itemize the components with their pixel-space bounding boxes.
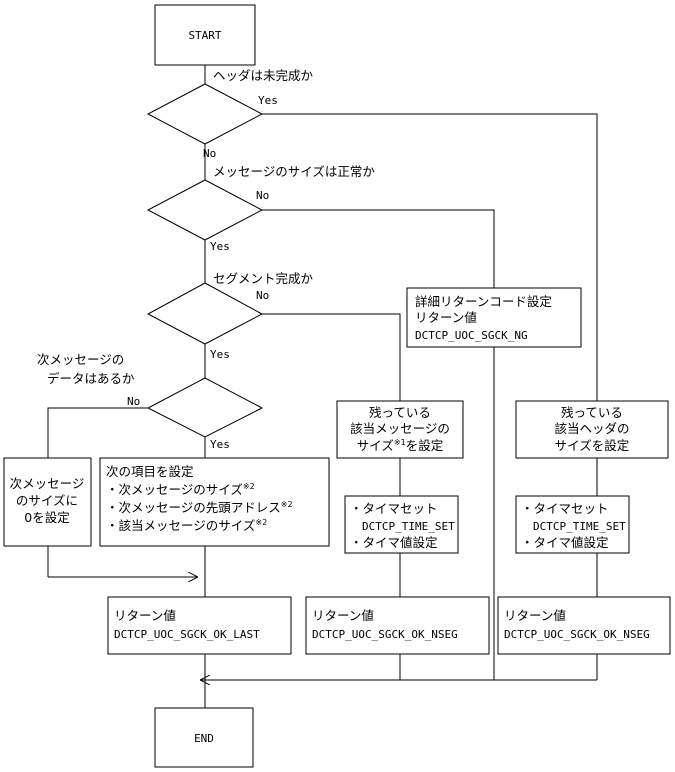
timer-mid-line1: ・タイマセット <box>350 501 438 516</box>
timer-mid-line3: ・タイマ値設定 <box>350 535 438 550</box>
return-ok-last-box: リターン値 DCTCP_UOC_SGCK_OK_LAST <box>107 596 292 655</box>
remaining-hdr-line3: サイズを設定 <box>555 438 630 453</box>
decision-1-yes: Yes <box>258 94 278 107</box>
detail-box-line3: DCTCP_UOC_SGCK_NG <box>415 329 528 342</box>
decision-message-size: メッセージのサイズは正常か No Yes <box>146 164 375 253</box>
timer-mid-line2: DCTCP_TIME_SET <box>362 520 455 533</box>
ret-nseg-right-line1: リターン値 <box>504 608 566 623</box>
decision-4-no: No <box>127 395 140 408</box>
decision-4-yes: Yes <box>210 438 230 451</box>
set-zero-line1: 次メッセージ <box>10 476 85 491</box>
set-zero-box: 次メッセージ のサイズに 0を設定 <box>3 457 92 547</box>
return-ok-nseg-right-box: リターン値 DCTCP_UOC_SGCK_OK_NSEG <box>497 596 671 655</box>
connectors <box>47 65 598 708</box>
ret-nseg-mid-line2: DCTCP_UOC_SGCK_OK_NSEG <box>312 628 458 641</box>
set-items-box: 次の項目を設定 ・次メッセージのサイズ※2 ・次メッセージの先頭アドレス※2 ・… <box>99 457 330 547</box>
remaining-msg-line2: 該当メッセージの <box>350 421 450 436</box>
decision-segment-complete: セグメント完成か No Yes <box>146 271 314 361</box>
timer-box-middle: ・タイマセット DCTCP_TIME_SET ・タイマ値設定 <box>344 495 459 554</box>
set-zero-line2: のサイズに <box>16 493 78 508</box>
set-items-item2: ・次メッセージの先頭アドレス※2 <box>106 500 293 515</box>
remaining-hdr-line1: 残っている <box>561 405 623 420</box>
timer-box-right: ・タイマセット DCTCP_TIME_SET ・タイマ値設定 <box>515 495 630 554</box>
timer-right-line2: DCTCP_TIME_SET <box>533 520 626 533</box>
remaining-msg-line3: サイズ※1を設定 <box>357 438 443 453</box>
decision-3-yes: Yes <box>210 348 230 361</box>
start-terminal: START <box>154 4 256 66</box>
decision-2-question: メッセージのサイズは正常か <box>213 164 375 179</box>
decision-4-question-line2: データはあるか <box>47 371 135 386</box>
end-terminal: END <box>154 707 254 768</box>
timer-right-line3: ・タイマ値設定 <box>521 535 609 550</box>
end-label: END <box>194 732 214 745</box>
remaining-msg-line1: 残っている <box>369 405 431 420</box>
decision-3-no: No <box>256 289 269 302</box>
remaining-header-box: 残っている 該当ヘッダの サイズを設定 <box>515 400 669 459</box>
decision-2-no: No <box>256 189 269 202</box>
detail-box-line1: 詳細リターンコード設定 <box>415 294 552 309</box>
start-label: START <box>188 29 221 42</box>
set-zero-line3: 0を設定 <box>24 510 69 525</box>
ret-last-line2: DCTCP_UOC_SGCK_OK_LAST <box>114 628 260 641</box>
detail-box-line2: リターン値 <box>415 310 477 325</box>
detail-return-code-box: 詳細リターンコード設定 リターン値 DCTCP_UOC_SGCK_NG <box>406 287 582 348</box>
ret-nseg-right-line2: DCTCP_UOC_SGCK_OK_NSEG <box>504 628 650 641</box>
timer-right-line1: ・タイマセット <box>521 501 609 516</box>
decision-2-yes: Yes <box>210 240 230 253</box>
remaining-hdr-line2: 該当ヘッダの <box>554 421 629 436</box>
decision-1-no: No <box>203 147 216 160</box>
decision-next-message-data: 次メッセージの データはあるか No Yes <box>37 352 264 451</box>
decision-1-question: ヘッダは未完成か <box>213 68 314 83</box>
ret-nseg-mid-line1: リターン値 <box>312 608 374 623</box>
set-items-item1: ・次メッセージのサイズ※2 <box>106 482 255 497</box>
ret-last-line1: リターン値 <box>114 608 176 623</box>
return-ok-nseg-middle-box: リターン値 DCTCP_UOC_SGCK_OK_NSEG <box>305 596 490 655</box>
set-items-title: 次の項目を設定 <box>106 464 194 479</box>
decision-3-question: セグメント完成か <box>213 271 314 286</box>
remaining-message-box: 残っている 該当メッセージの サイズ※1を設定 <box>336 400 464 459</box>
decision-header-incomplete: ヘッダは未完成か Yes No <box>146 68 314 160</box>
set-items-item3: ・該当メッセージのサイズ※2 <box>106 518 267 533</box>
decision-4-question-line1: 次メッセージの <box>37 352 124 367</box>
